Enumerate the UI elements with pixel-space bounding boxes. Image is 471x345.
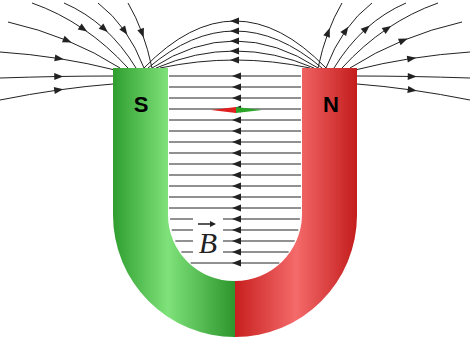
field-line: [8, 22, 120, 68]
field-arrowhead: [323, 28, 330, 38]
field-arrowhead: [232, 216, 241, 223]
field-arrowhead: [232, 194, 241, 201]
field-line: [342, 3, 438, 68]
field-arrowhead: [398, 39, 408, 46]
field-line: [98, 3, 144, 68]
field-arrowhead: [408, 73, 417, 80]
field-arrowhead: [119, 25, 127, 34]
field-arrowhead: [232, 249, 241, 256]
field-line: [32, 3, 128, 68]
field-line: [334, 3, 406, 68]
field-arrowhead: [232, 73, 241, 80]
field-arrowhead: [78, 24, 87, 32]
vector-label-patch: B: [193, 216, 223, 262]
field-arrowhead: [232, 260, 241, 267]
field-arrowhead: [230, 48, 239, 55]
field-arrowhead: [99, 23, 108, 32]
field-arrowhead: [232, 139, 241, 146]
field-arrowhead: [230, 57, 239, 64]
compass-needle: [211, 107, 262, 113]
field-line: [326, 3, 372, 68]
field-arrowhead: [232, 150, 241, 157]
field-arrowhead: [232, 227, 241, 234]
field-symbol: B: [193, 228, 223, 258]
field-arrowhead: [407, 86, 416, 93]
field-arrowhead: [54, 54, 63, 61]
field-arrowhead: [232, 95, 241, 102]
field-arrowhead: [232, 84, 241, 91]
field-arrowhead: [407, 56, 416, 63]
field-arrowhead: [340, 27, 348, 36]
field-arrowhead: [232, 238, 241, 245]
field-arrowhead: [232, 183, 241, 190]
field-lines: [0, 3, 470, 267]
pole-label: N: [323, 94, 339, 116]
pole-label: S: [134, 94, 149, 116]
field-arrowhead: [230, 18, 239, 25]
field-arrowhead: [62, 36, 72, 43]
field-line: [357, 84, 470, 100]
field-arrowhead: [54, 87, 63, 94]
field-arrowhead: [54, 73, 63, 80]
field-arrowhead: [232, 172, 241, 179]
field-arrowhead: [230, 28, 239, 35]
field-line: [148, 31, 322, 68]
field-line: [128, 3, 152, 68]
field-arrowhead: [232, 161, 241, 168]
field-line: [64, 3, 136, 68]
magnet-south-arm: [113, 68, 235, 337]
magnet-north-arm: [235, 68, 357, 337]
field-line: [318, 3, 342, 68]
field-line: [0, 84, 113, 100]
field-arrowhead: [137, 28, 144, 38]
field-arrowhead: [361, 25, 370, 34]
field-arrowhead: [230, 38, 239, 45]
field-arrowhead: [232, 205, 241, 212]
field-line: [144, 21, 326, 68]
field-line: [156, 51, 314, 68]
field-arrowhead: [382, 26, 391, 34]
field-line: [152, 41, 318, 68]
field-line: [350, 22, 462, 68]
field-arrowhead: [232, 128, 241, 135]
field-arrowhead: [232, 117, 241, 124]
